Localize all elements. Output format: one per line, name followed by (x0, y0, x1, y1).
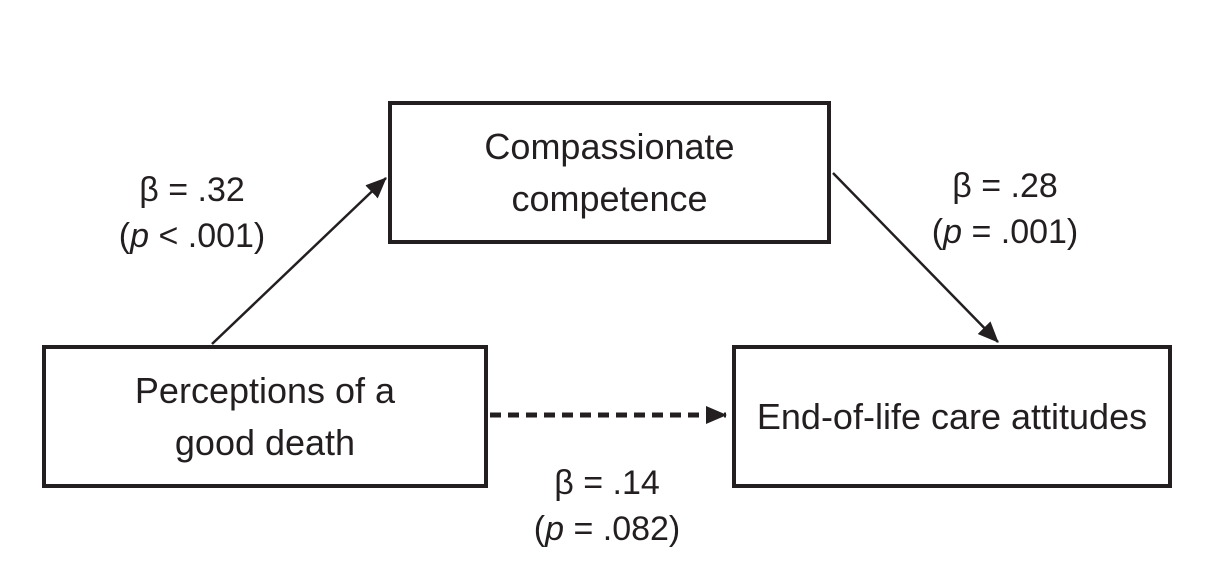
outcome-box-label: End-of-life care attitudes (756, 395, 1148, 437)
p-symbol: p (943, 213, 962, 251)
path-c-pvalue: (p = .082) (533, 510, 681, 548)
path-a-stat-label: β = .32 (p < .001) (52, 167, 332, 259)
mediator-box: Compassionate competence (388, 101, 831, 244)
path-c-stat-label: β = .14 (p = .082) (467, 460, 747, 552)
arrow-a-predictor-to-mediator (211, 177, 387, 345)
path-b-pvalue: (p = .001) (931, 213, 1079, 251)
mediator-box-label-line1: Compassionate (484, 125, 735, 167)
p-symbol: p (130, 217, 149, 255)
path-b-beta: β = .28 (952, 167, 1058, 205)
predictor-box-label-line1: Perceptions of a (134, 369, 396, 411)
arrow-b-mediator-to-outcome (832, 172, 999, 343)
predictor-box-label-line2: good death (174, 421, 356, 463)
p-symbol: p (545, 510, 564, 548)
path-a-beta: β = .32 (139, 171, 245, 209)
mediator-box-label-line2: competence (511, 177, 708, 219)
outcome-box: End-of-life care attitudes (732, 345, 1172, 488)
path-c-beta: β = .14 (554, 464, 660, 502)
path-a-pvalue: (p < .001) (118, 217, 266, 255)
predictor-box: Perceptions of a good death (42, 345, 488, 488)
path-b-stat-label: β = .28 (p = .001) (865, 163, 1145, 255)
